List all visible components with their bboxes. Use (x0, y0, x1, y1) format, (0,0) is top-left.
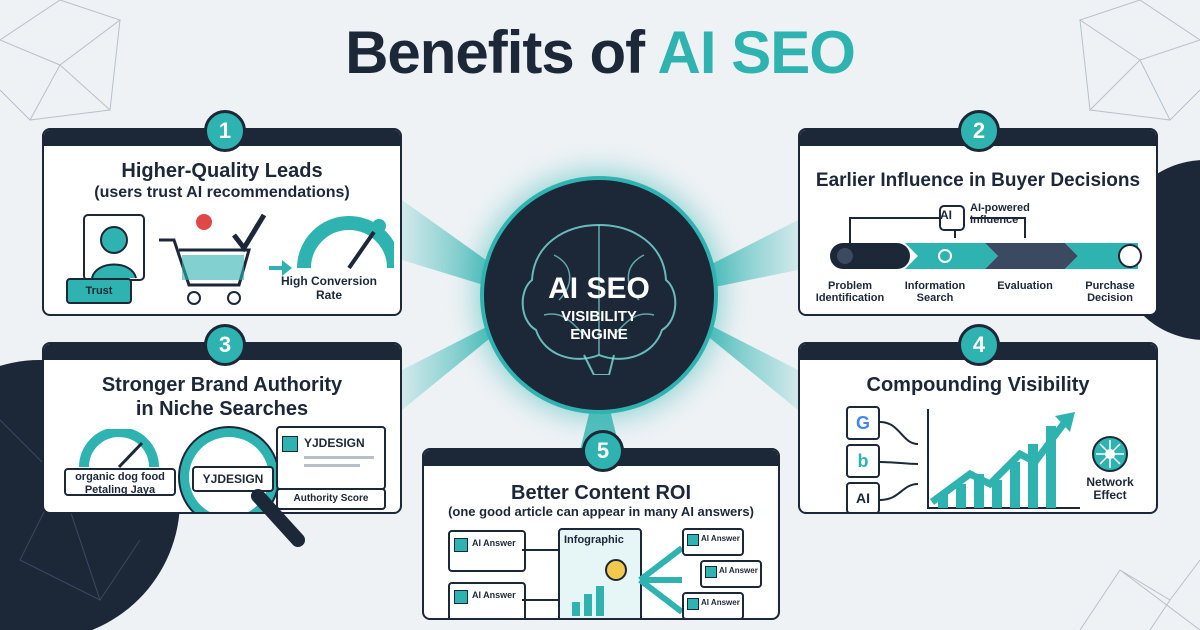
trust-badge: Trust (66, 278, 132, 304)
leads-illustration (83, 213, 394, 305)
page-title: Benefits of AI SEO (0, 18, 1200, 87)
title-accent: AI SEO (657, 19, 856, 86)
beam-card2 (700, 220, 798, 290)
stage-4 (1065, 243, 1138, 269)
stage-label-4: Purchase Decision (1085, 280, 1135, 304)
influence-label: AI-powered Influence (970, 202, 1030, 226)
bing-icon: b (846, 444, 880, 478)
ai-answer-label: AI Answer (472, 590, 516, 600)
beam-card3 (402, 320, 500, 410)
card-2-title: Earlier Influence in Buyer Decisions (815, 170, 1141, 191)
gauge-icon (79, 429, 159, 469)
lightbulb-chart-icon (572, 559, 627, 616)
conversion-label: High Conversion Rate (280, 274, 377, 302)
brain-icon (521, 223, 677, 375)
infographic-card: Infographic (558, 528, 642, 618)
search-result-card: YJDESIGN (276, 426, 386, 490)
magnifier-handle (251, 489, 305, 547)
search-icon (938, 249, 952, 263)
query-line-2: Petaling Jaya (84, 484, 156, 496)
gauge-icon (297, 216, 394, 269)
card-1-title: Higher-Quality Leads (121, 160, 323, 182)
engine-label-line3: ENGINE (570, 326, 628, 343)
ai-answer-card: AI Answer (682, 592, 744, 618)
ai-answer-label: AI Answer (701, 534, 740, 543)
check-circle-icon (372, 219, 386, 233)
card-3-title-line2: in Niche Searches (135, 398, 309, 420)
shopping-cart-icon (159, 238, 251, 287)
ai-source-icon: AI (846, 482, 880, 512)
card-4-title: Compounding Visibility (866, 374, 1090, 396)
ai-answer-label: AI Answer (719, 566, 758, 575)
benefit-card-3: Stronger Brand Authority in Niche Search… (42, 342, 402, 514)
ai-answer-label: AI Answer (472, 538, 516, 548)
card-3-badge: 3 (204, 324, 246, 366)
card-1-subtitle: (users trust AI recommendations) (94, 184, 350, 201)
card-5-subtitle: (one good article can appear in many AI … (448, 504, 754, 519)
ai-answer-label: AI Answer (701, 598, 740, 607)
buyer-journey-illustration (830, 205, 1142, 269)
card-5-title: Better Content ROI (511, 482, 691, 504)
benefit-card-5: Better Content ROI (one good article can… (422, 448, 780, 620)
ai-answer-card: AI Answer (448, 530, 526, 572)
beam-card1 (402, 200, 500, 290)
ai-answer-card: AI Answer (448, 582, 526, 618)
avatar-icon (282, 436, 298, 452)
ai-answer-card: AI Answer (682, 528, 744, 556)
card-3-title: Stronger Brand Authority (101, 374, 343, 396)
x-mark-icon (196, 214, 212, 230)
card-4-badge: 4 (958, 324, 1000, 366)
corner-network-top-right (1078, 0, 1200, 121)
authority-score-tag: Authority Score (276, 488, 386, 510)
growth-chart-icon (880, 409, 1080, 509)
benefit-card-1: Higher-Quality Leads (users trust AI rec… (42, 128, 402, 316)
stage-label-1: Problem Identification (815, 280, 885, 304)
beam-card4 (700, 320, 798, 410)
bg-circle-left-pattern (0, 419, 141, 601)
ai-chip-label: AI (940, 208, 952, 222)
benefit-card-4: Compounding Visibility G b AI Network Ef… (798, 342, 1158, 514)
engine-label-main: AI SEO (548, 272, 650, 305)
ai-answer-card: AI Answer (700, 560, 762, 588)
distribution-arrows (522, 545, 682, 615)
corner-network-top-left (0, 0, 122, 121)
stage-1 (830, 243, 910, 269)
result-brand: YJDESIGN (304, 436, 365, 450)
google-icon: G (846, 406, 880, 440)
card-2-badge: 2 (958, 110, 1000, 152)
benefit-card-2: Earlier Influence in Buyer Decisions AI … (798, 128, 1158, 316)
ai-chip-icon (939, 205, 965, 231)
network-effect-label: Network Effect (1086, 475, 1134, 502)
engine-label-line2: VISIBILITY (561, 308, 637, 325)
query-line-1: organic dog food (75, 471, 165, 483)
card-1-badge: 1 (204, 110, 246, 152)
card-5-badge: 5 (582, 430, 624, 472)
checkmark-icon (232, 213, 267, 253)
brand-tag: YJDESIGN (192, 466, 274, 492)
title-main: Benefits of (345, 19, 658, 86)
stage-3 (985, 243, 1078, 269)
corner-network-bottom-right (1079, 559, 1200, 630)
network-icon (1092, 436, 1128, 472)
stage-label-2: Information Search (904, 280, 966, 304)
infographic-label: Infographic (564, 534, 624, 546)
stage-label-3: Evaluation (997, 280, 1053, 292)
